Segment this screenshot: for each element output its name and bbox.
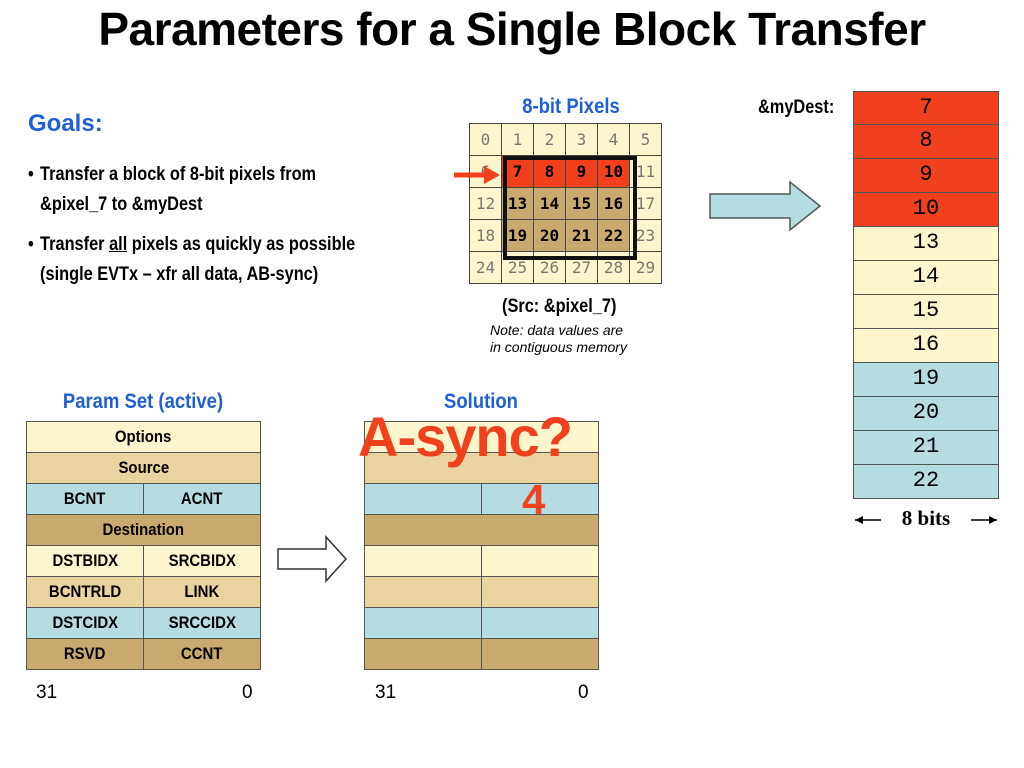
dest-cell: 16 [853, 329, 999, 363]
param-options: Options [26, 421, 261, 453]
pixel-cell-selected: 14 [533, 187, 566, 220]
solution-source[interactable] [364, 452, 599, 484]
param-bit-hi: 31 [36, 682, 58, 703]
acnt-answer: 4 [522, 476, 546, 523]
pixel-cell: 1 [501, 123, 534, 156]
solution-acnt[interactable] [481, 483, 599, 515]
dest-label: &myDest: [758, 97, 835, 118]
pixel-cell: 12 [469, 187, 502, 220]
pixel-cell: 4 [597, 123, 630, 156]
param-dstbidx: DSTBIDX [26, 545, 144, 577]
solution-bcnt[interactable] [364, 483, 482, 515]
memory-note: Note: data values are in contiguous memo… [490, 322, 627, 356]
pixel-cell-selected: 22 [597, 219, 630, 252]
goal-1-line-1: Transfer a block of 8-bit pixels from [40, 164, 317, 185]
solution-bit-lo: 0 [578, 682, 589, 703]
goal-2-line-2: (single EVTx – xfr all data, AB-sync) [40, 264, 319, 285]
dest-cell: 8 [853, 125, 999, 159]
param-srccidx: SRCCIDX [143, 607, 261, 639]
goal-1-line-2: &pixel_7 to &myDest [40, 194, 203, 215]
dest-cell: 20 [853, 397, 999, 431]
solution-dstcidx[interactable] [364, 607, 482, 639]
pixel-cell-selected: 16 [597, 187, 630, 220]
pixel-cell-selected: 20 [533, 219, 566, 252]
pixel-cell: 2 [533, 123, 566, 156]
solution-bit-hi: 31 [375, 682, 397, 703]
dest-cell: 14 [853, 261, 999, 295]
param-dstcidx: DSTCIDX [26, 607, 144, 639]
solution-arrow-icon [277, 535, 348, 583]
dest-cell: 15 [853, 295, 999, 329]
note-line-1: Note: data values are [490, 322, 624, 338]
solution-srccidx[interactable] [481, 607, 599, 639]
param-link: LINK [143, 576, 261, 608]
solution-srcbidx[interactable] [481, 545, 599, 577]
param-acnt: ACNT [143, 483, 261, 515]
transfer-arrow-icon [709, 180, 822, 232]
pixel-cell: 0 [469, 123, 502, 156]
bullet-dot: • [28, 164, 34, 185]
param-set-heading: Param Set (active) [62, 390, 224, 413]
solution-link[interactable] [481, 576, 599, 608]
page-title: Parameters for a Single Block Transfer [98, 3, 926, 55]
pixel-cell: 5 [629, 123, 662, 156]
goal-bullet-1: • Transfer a block of 8-bit pixels from … [28, 160, 406, 222]
pixel-cell-selected: 10 [597, 155, 630, 188]
dest-cell: 10 [853, 193, 999, 227]
param-bcntrld: BCNTRLD [26, 576, 144, 608]
pixel-cell-selected: 15 [565, 187, 598, 220]
dest-cell: 21 [853, 431, 999, 465]
solution-table [364, 421, 599, 670]
param-bcnt: BCNT [26, 483, 144, 515]
dest-cell: 9 [853, 159, 999, 193]
param-source: Source [26, 452, 261, 484]
pixel-grid: 0 1 2 3 4 5 6 7 8 9 10 11 12 13 14 15 16… [469, 123, 662, 284]
dest-cell: 7 [853, 91, 999, 125]
bullet-dot: • [28, 234, 34, 255]
solution-rsvd[interactable] [364, 638, 482, 670]
dest-column: 7 8 9 10 13 14 15 16 19 20 21 22 [853, 91, 999, 499]
param-srcbidx: SRCBIDX [143, 545, 261, 577]
solution-bcntrld[interactable] [364, 576, 482, 608]
source-label: (Src: &pixel_7) [502, 296, 617, 317]
param-rsvd: RSVD [26, 638, 144, 670]
param-ccnt: CCNT [143, 638, 261, 670]
solution-ccnt[interactable] [481, 638, 599, 670]
dest-cell: 19 [853, 363, 999, 397]
pixel-cell: 24 [469, 251, 502, 284]
param-destination: Destination [26, 514, 261, 546]
dest-cell: 13 [853, 227, 999, 261]
goal-2-line-1: Transfer all pixels as quickly as possib… [40, 234, 356, 255]
solution-dstbidx[interactable] [364, 545, 482, 577]
pixel-cell: 18 [469, 219, 502, 252]
pixel-cell-selected: 21 [565, 219, 598, 252]
goal-bullet-2: • Transfer all pixels as quickly as poss… [28, 230, 458, 292]
async-question: A-sync? [358, 405, 573, 468]
solution-heading: Solution [444, 390, 518, 413]
pixel-cell: 3 [565, 123, 598, 156]
red-arrow-icon [454, 166, 500, 184]
goals-heading: Goals: [28, 110, 103, 137]
dest-cell: 22 [853, 465, 999, 499]
selection-box [503, 156, 637, 260]
solution-destination[interactable] [364, 514, 599, 546]
pixels-heading: 8-bit Pixels [522, 95, 620, 118]
width-label: 8 bits [901, 506, 951, 530]
note-line-2: in contiguous memory [490, 339, 627, 355]
param-bit-lo: 0 [242, 682, 253, 703]
width-arrows-icon [855, 516, 997, 524]
